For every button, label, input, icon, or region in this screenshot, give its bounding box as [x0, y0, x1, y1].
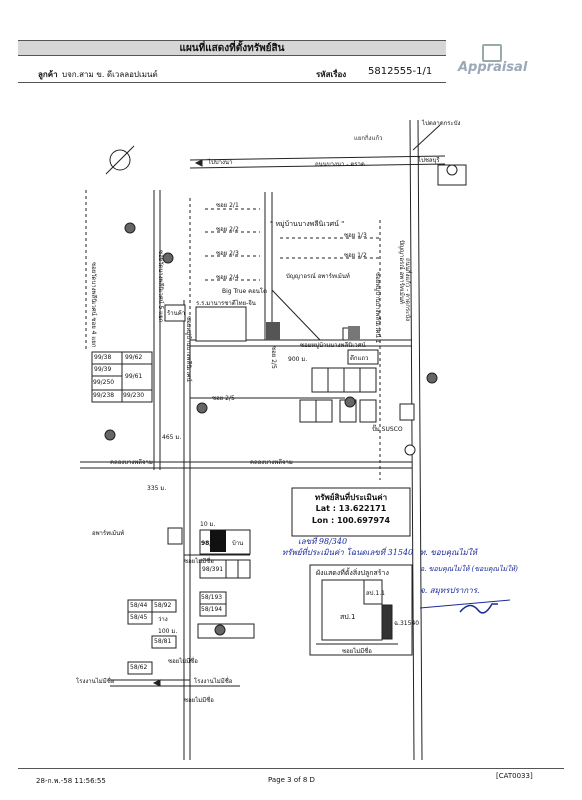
handwritten-note-1: ท. ขอบคุณไม่ให้: [420, 548, 477, 557]
house-no-7: 99/230: [123, 392, 145, 399]
building-1-1-label: สป.1.1: [366, 590, 385, 597]
map-label-school: ร.ร.มานารชาตีไทย-จีน: [196, 300, 256, 307]
appraisal-logo-icon: [482, 44, 502, 62]
soi-label-2: ซอย 2/2: [216, 226, 239, 233]
map-label-vertical-road: ถนนกิ่งแก้ว - ลาดกระบัง: [404, 258, 411, 322]
map-label-10m: 10 ม.: [200, 521, 216, 528]
map-label-shophouse: ตึกแถว: [350, 355, 369, 362]
lower-no-5: 58/44: [130, 602, 148, 609]
lower-no-6: 58/92: [154, 602, 172, 609]
lower-no-8: 58/81: [154, 638, 172, 645]
soi-label-5: ซอย 1/3: [344, 232, 367, 239]
ref-value: 5812555-1/1: [368, 66, 433, 77]
building-1-label: สป.1: [340, 613, 356, 621]
handwritten-note-3: จ. สมุทรปราการ.: [420, 586, 480, 595]
map-label-soi-unnamed: ซอยไม่มีชื่อ: [184, 697, 214, 704]
soi-label-1: ซอย 2/1: [216, 202, 239, 209]
house-no-2: 99/62: [125, 354, 143, 361]
property-lon: Lon : 100.697974: [311, 516, 391, 525]
map-label-company: บัญญาอรณ์ อพาร์ทเม้นท์: [286, 273, 350, 280]
map-label-factory-2: โรงงานไม่มีชื่อ: [194, 678, 233, 685]
map-label-susco: ปั๊ม SUSCO: [372, 426, 403, 433]
map-label-intersection: แยกกิ่งแก้ว: [354, 135, 383, 142]
footer-page: Page 3 of 8 D: [268, 776, 315, 784]
map-label-right-vertical: ซอยหมู่บ้านบางพลีนิเวศน์ 1: [374, 272, 381, 344]
footer-timestamp: 28-ก.พ.-58 11:56:55: [36, 777, 106, 785]
map-label-100m: 100 ม.: [158, 628, 178, 635]
map-label-to-chonburi: ไปชลบุรี: [418, 157, 440, 164]
lower-no-9: 58/62: [130, 664, 148, 671]
map-label-left-vertical-a: ซอยวัดบางพลีนิเวศน์ ซอย 4 แยก: [90, 262, 97, 348]
lower-no-2: 98/391: [202, 566, 224, 573]
handwritten-house-no: เลขที่ 98/340: [298, 537, 348, 546]
lower-no-3: 58/193: [201, 594, 223, 601]
property-lat: Lat : 13.622171: [315, 504, 387, 513]
soi-label-6: ซอย 1/2: [344, 252, 367, 259]
footer-code: [CAT0033]: [496, 772, 533, 780]
map-label-apartment-name: ปัญญาอรณ์ อพาร์ทเม้นท์: [398, 240, 405, 304]
house-no-5: 99/250: [93, 379, 115, 386]
property-box-title: ทรัพย์สินที่ประเมินค่า: [314, 493, 388, 502]
map-label-to-bangna: ไปบางนา: [208, 159, 233, 166]
map-label-workshop: บ้าน: [232, 540, 244, 547]
building-soi-label: ซอยไม่มีชื่อ: [342, 648, 372, 655]
soi-label-3: ซอย 2/3: [216, 250, 239, 257]
soi-label-4: ซอย 2/4: [216, 274, 239, 281]
house-no-6: 99/238: [93, 392, 115, 399]
building-box-title: ผังแสดงที่ตั้งสิ่งปลูกสร้าง: [316, 569, 389, 577]
lower-no-1: 98/340: [201, 540, 225, 547]
map-label-village: " หมู่บ้านบางพลีนิเวศน์ ": [270, 220, 345, 228]
map-label-left-vertical-c: ซอยหมู่บ้านบางพลีนิเวศน์: [185, 316, 192, 382]
map-label-soi-lower-2: ซอยไม่มีชื่อ: [168, 658, 198, 665]
map-label-vacant: ว่าง: [158, 616, 168, 623]
map-label-big-true: Big True คอนโด: [222, 288, 267, 295]
map-label-market: ร้านค้า: [167, 310, 186, 317]
footer-divider: [18, 768, 564, 769]
page-title: แผนที่แสดงที่ตั้งทรัพย์สิน: [179, 43, 285, 54]
map-label-canal-2: คลองบางพลีจาม: [250, 459, 293, 466]
handwritten-note-2: อ. ขอบคุณไม่ให้ (ขอบคุณไม่ให้): [420, 565, 518, 573]
deed-label: ฉ.31540: [394, 620, 420, 627]
map-label-main-soi: ซอยหมู่บ้านบางพลีนิเวศน์: [300, 342, 366, 349]
map-label-ladkrabang: ไปตลาดกระบัง: [422, 120, 461, 127]
house-no-4: 99/61: [125, 373, 143, 380]
ref-label: รหัสเรื่อง: [316, 70, 347, 79]
title-band: [18, 40, 446, 56]
map-label-canal: คลองบางพลีจาม: [110, 459, 153, 466]
soi-label-7: ซอย 2/5: [270, 346, 277, 369]
appraisal-logo-text: Appraisal: [458, 60, 528, 75]
map-label-335m: 335 ม.: [147, 485, 167, 492]
map-label-soi-lower: ซอยไม่มีชื่อ: [184, 558, 214, 565]
map-label-road-name: ถนนบางนา - ตราด: [315, 161, 365, 168]
customer-label: ลูกค้า: [38, 70, 58, 79]
house-no-1: 99/38: [94, 354, 112, 361]
customer-value: บจก.สาม ข. ดีเวลลอปเมนต์: [62, 70, 158, 79]
house-no-3: 99/39: [94, 366, 112, 373]
handwritten-deed: ทรัพย์ที่ประเมินค่า โฉนดเลขที่ 31540: [282, 548, 414, 557]
header-divider: [18, 82, 446, 83]
map-label-left-vertical-b: ซอยวัดบางพลีนิเวศน์ 5 แยก: [157, 250, 164, 323]
map-label-apartment: อพาร์ทเม้นท์: [92, 530, 125, 537]
map-label-900m: 900 ม.: [288, 356, 308, 363]
lower-no-4: 58/194: [201, 606, 223, 613]
soi-label-8: ซอย 2/5: [212, 395, 235, 402]
lower-no-7: 58/45: [130, 614, 148, 621]
map-label-factory: โรงงานไม่มีชื่อ: [76, 678, 115, 685]
map-label-465m: 465 ม.: [162, 434, 182, 441]
